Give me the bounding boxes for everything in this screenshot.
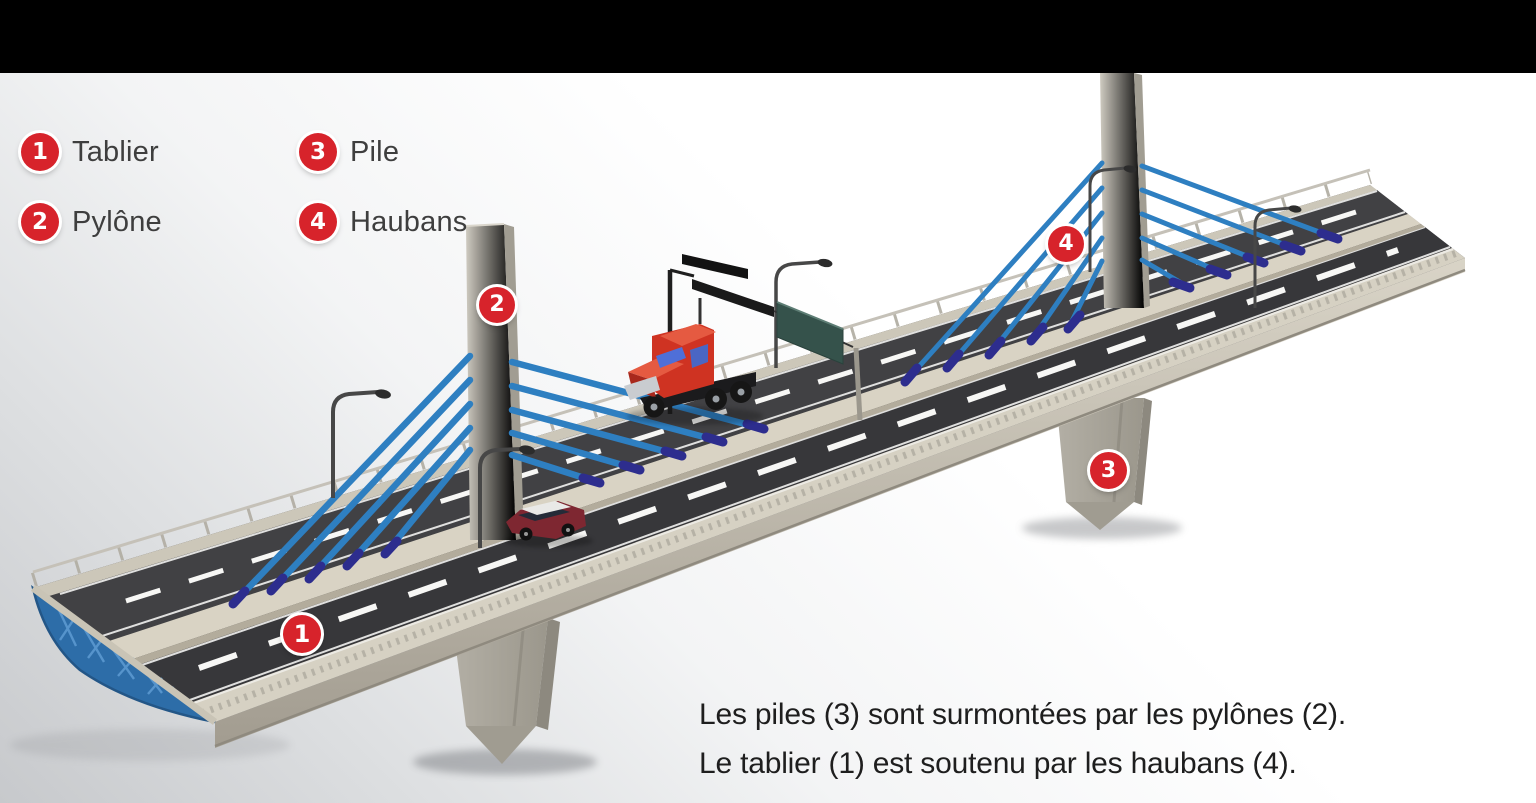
legend-item-pylone: 2 Pylône [21,203,162,241]
annotation-badge-pile: 3 [1090,452,1127,489]
annotation-badge-tablier: 1 [283,615,321,653]
legend-badge-4: 4 [299,203,337,241]
car [505,501,593,548]
legend-label-pile: Pile [350,135,400,168]
lane-markings [125,202,1399,671]
street-lamps [331,165,1302,548]
legend-label-pylone: Pylône [72,205,162,238]
green-sign [776,301,863,421]
legend-badge-2: 2 [21,203,59,241]
legend-item-pile: 3 Pile [299,133,399,171]
annotation-badge-pylone: 2 [479,287,515,323]
legend-label-haubans: Haubans [350,205,468,238]
legend-badge-1: 1 [21,133,59,171]
haubans-cables [228,160,1343,609]
caption-line-2: Le tablier (1) est soutenu par les hauba… [699,747,1297,780]
deck-end-truss [30,584,218,725]
cables-right-pylon [902,160,1341,385]
caption: Les piles (3) sont surmontées par les py… [699,690,1346,788]
top-black-bar [0,0,1536,73]
caption-line-1: Les piles (3) sont surmontées par les py… [699,698,1346,731]
legend-label-tablier: Tablier [72,135,159,168]
pylon-left [465,223,524,540]
legend-item-tablier: 1 Tablier [21,133,159,171]
truck [624,298,763,425]
legend-badge-3: 3 [299,133,337,171]
median [106,214,1425,665]
near-barrier [190,248,1465,722]
cable-anchors [228,228,1343,609]
deck-side-face [215,258,1465,748]
annotation-badge-haubans: 4 [1048,226,1084,262]
legend-item-haubans: 4 Haubans [299,203,468,241]
